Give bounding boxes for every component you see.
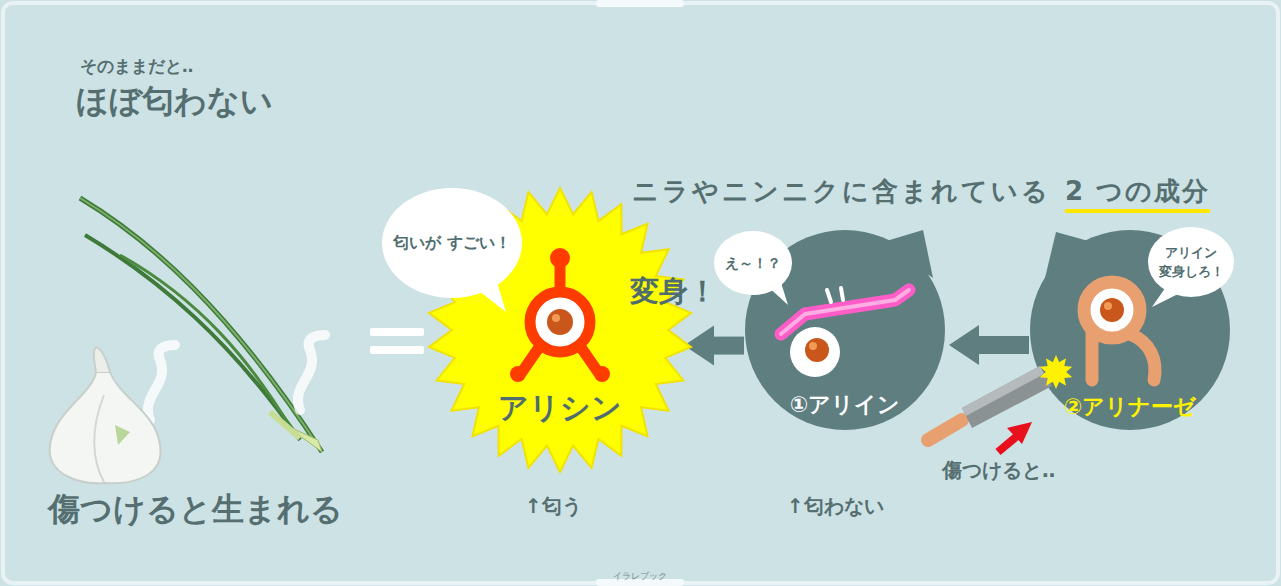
node-text: ①アリイン (790, 390, 901, 420)
heading-text: 傷つけると生まれる (48, 490, 343, 528)
speech-bubble: え～！？ (714, 231, 792, 295)
section-title-emphasis: 2 つの成分 (1065, 176, 1210, 213)
speech-bubble: アリイン 変身しろ！ (1148, 227, 1234, 297)
smell-wisps (148, 335, 325, 420)
watermark: イラレブック (613, 571, 667, 582)
annotation: 傷つけると‥ (942, 458, 1055, 482)
node-text: アリイン 変身しろ！ (1156, 243, 1226, 282)
node-text: 匂いが すごい！ (393, 231, 511, 255)
block-arrow (949, 325, 1029, 365)
garlic (50, 347, 161, 483)
equals-sign (370, 328, 424, 354)
annotation: ↑匂わない (787, 494, 884, 518)
alliinase-circle: ②アリナーゼ アリイン 変身しろ！ (1030, 230, 1230, 430)
annotation: ↑匂う (525, 494, 582, 518)
section-title: ニラやニンニクに含まれている (632, 176, 1051, 207)
speech-bubble: 匂いが すごい！ (382, 188, 522, 298)
panel-frame (3, 3, 1278, 583)
bubble-outline (1148, 227, 1234, 297)
frame-tab (596, 0, 684, 7)
node-text: え～！？ (725, 253, 781, 274)
node-text: アリシン (498, 388, 622, 429)
heading-text: ほぼ匂わない (76, 82, 273, 120)
block-arrow (684, 326, 744, 366)
edge-label: 変身！ (630, 274, 717, 309)
note-text: そのままだと‥ (80, 56, 193, 76)
red-arrow (998, 422, 1032, 452)
node-text: ②アリナーゼ (1064, 392, 1197, 422)
